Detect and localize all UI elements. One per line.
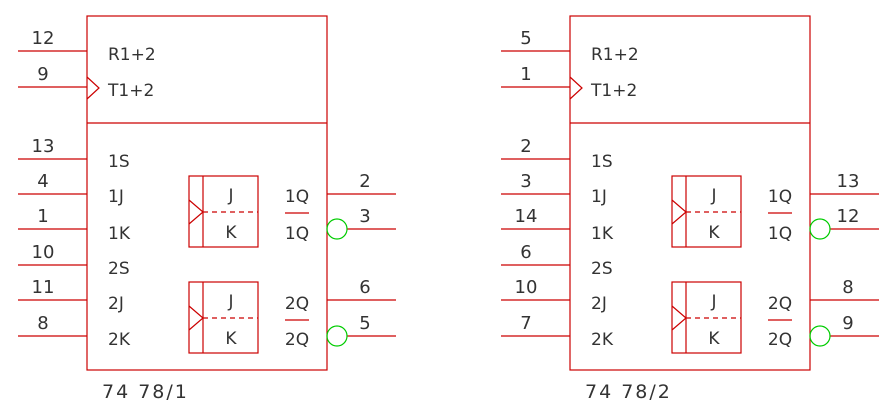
flipflop-2-clock [671, 305, 687, 331]
pin-number: 11 [32, 277, 55, 298]
q1-label: 1Q [285, 187, 309, 207]
pin-number: 3 [359, 206, 370, 227]
ff1-j-label: J [710, 186, 716, 206]
q2n-label: 2Q [285, 330, 309, 350]
pin-number: 6 [359, 277, 370, 298]
pin-number: 14 [515, 206, 538, 227]
s1-label: 1S [591, 152, 613, 172]
inversion-bubble [326, 218, 348, 240]
pin-number: 1 [37, 206, 48, 227]
s2-label: 2S [108, 259, 130, 279]
pin-number: 5 [520, 28, 531, 49]
j1-label: 1J [591, 187, 607, 207]
q1n-label: 1Q [768, 224, 792, 244]
ff1-k-label: K [708, 223, 720, 243]
j1-label: 1J [108, 187, 124, 207]
q2-label: 2Q [285, 294, 309, 314]
q1n-label: 1Q [285, 224, 309, 244]
pin-number: 13 [837, 171, 860, 192]
chip-body [569, 15, 811, 371]
pin-number: 7 [520, 313, 531, 334]
flipflop-2-clock [188, 305, 204, 331]
flipflop-1-clock [671, 199, 687, 225]
k1-label: 1K [108, 224, 131, 244]
q1-label: 1Q [768, 187, 792, 207]
k2-label: 2K [108, 330, 131, 350]
s2-label: 2S [591, 259, 613, 279]
ff1-k-label: K [225, 223, 237, 243]
r12-label: R1+2 [108, 45, 156, 65]
k2-label: 2K [591, 330, 614, 350]
k1-label: 1K [591, 224, 614, 244]
pin-number: 2 [520, 136, 531, 157]
pin-number: 2 [359, 171, 370, 192]
clock-triangle [86, 76, 100, 100]
pin-number: 5 [359, 313, 370, 334]
inversion-bubble [326, 325, 348, 347]
j2-label: 2J [108, 294, 124, 314]
s1-label: 1S [108, 152, 130, 172]
inversion-bubble [809, 325, 831, 347]
q2-label: 2Q [768, 294, 792, 314]
r12-label: R1+2 [591, 45, 639, 65]
chip-body [86, 15, 328, 371]
inversion-bubble [809, 218, 831, 240]
pin-number: 4 [37, 171, 48, 192]
pin-number: 13 [32, 136, 55, 157]
pin-number: 12 [32, 28, 55, 49]
q2n-label: 2Q [768, 330, 792, 350]
pin-number: 8 [37, 313, 48, 334]
ff2-j-label: J [227, 292, 233, 312]
pin-number: 12 [837, 206, 860, 227]
ff1-j-label: J [227, 186, 233, 206]
j2-label: 2J [591, 294, 607, 314]
ff2-k-label: K [225, 329, 237, 349]
chip-name: 74 78/2 [585, 381, 672, 403]
clock-triangle [569, 76, 583, 100]
chip-74-78-2: J K J K R1+2 T1+2 1S 1J 1K 2S 2J 2K 1Q 1… [501, 15, 879, 403]
chip-name: 74 78/1 [102, 381, 189, 403]
ff2-j-label: J [710, 292, 716, 312]
pin-number: 3 [520, 171, 531, 192]
pin-number: 1 [520, 64, 531, 85]
ff2-k-label: K [708, 329, 720, 349]
pin-number: 8 [842, 277, 853, 298]
chip-74-78-1: J K J K R1+2 T1+2 1S 1J 1K 2S 2J 2K 1Q 1… [18, 15, 396, 403]
t12-label: T1+2 [590, 81, 637, 101]
t12-label: T1+2 [107, 81, 154, 101]
pin-number: 10 [515, 277, 538, 298]
pin-number: 9 [842, 313, 853, 334]
pin-number: 9 [37, 64, 48, 85]
pin-number: 6 [520, 242, 531, 263]
flipflop-1-clock [188, 199, 204, 225]
pin-number: 10 [32, 242, 55, 263]
